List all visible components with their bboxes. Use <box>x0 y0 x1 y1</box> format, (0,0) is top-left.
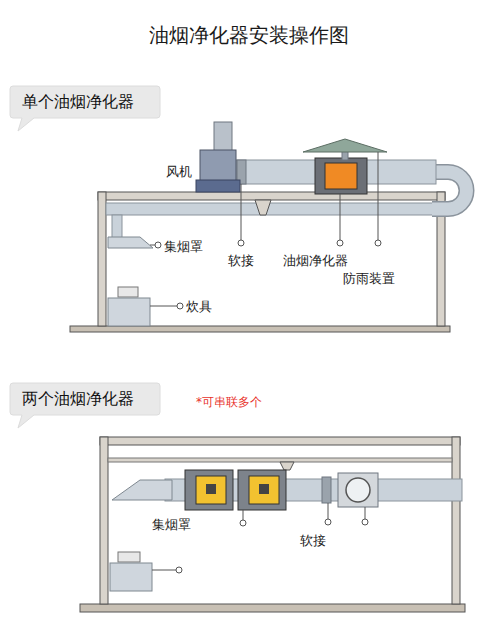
part-label: 集烟罩 <box>152 516 191 534</box>
part-label: 油烟净化器 <box>283 252 348 270</box>
duct <box>106 203 437 215</box>
hanger <box>255 200 271 215</box>
hanger <box>280 462 294 470</box>
note: *可串联多个 <box>196 394 262 411</box>
soft-joint <box>322 477 331 503</box>
leader-dot <box>375 240 381 246</box>
purifier <box>315 158 367 194</box>
floor <box>70 326 450 332</box>
part-label: 炊具 <box>186 298 212 316</box>
right-wall <box>452 437 460 604</box>
purifier <box>185 470 233 510</box>
rain-cap <box>303 139 387 152</box>
fan <box>338 473 378 507</box>
purifier-panel <box>325 163 357 189</box>
leader-line <box>340 194 341 240</box>
title: 油烟净化器安装操作图 <box>0 22 497 49</box>
fan <box>200 150 236 182</box>
section-tab: 单个油烟净化器 <box>10 86 160 118</box>
purifier-panel <box>196 476 226 504</box>
roof-slab <box>98 192 445 200</box>
floor <box>80 604 465 612</box>
part-label: 防雨装置 <box>343 270 395 288</box>
fan-wheel <box>346 478 370 502</box>
purifier-panel <box>249 476 279 504</box>
leader-line <box>150 306 177 307</box>
fan-base <box>196 180 240 192</box>
pot <box>118 552 140 562</box>
part-label: 软接 <box>300 532 326 550</box>
leader-line <box>241 184 242 240</box>
roof-slab <box>100 437 460 445</box>
part-label: 软接 <box>228 252 254 270</box>
left-wall <box>100 437 108 604</box>
stove <box>110 563 152 591</box>
leader-line <box>365 507 366 519</box>
stack <box>214 122 232 152</box>
leader-dot <box>325 519 331 525</box>
ceiling <box>108 458 452 462</box>
leader-line <box>378 152 379 240</box>
section-heading: 单个油烟净化器 <box>22 86 134 118</box>
hood <box>112 480 172 500</box>
leader-line <box>328 503 329 519</box>
leader-dot <box>177 303 183 309</box>
tab-outline <box>10 86 160 131</box>
purifier-screen <box>206 484 216 494</box>
purifier-screen <box>259 484 269 494</box>
leader-dot <box>362 519 368 525</box>
duct <box>112 215 122 238</box>
section-tab: 两个油烟净化器 <box>10 383 160 415</box>
leader-dot <box>238 240 244 246</box>
left-wall <box>98 192 106 326</box>
purifier <box>238 470 286 510</box>
leader-dot <box>155 242 161 248</box>
leader-line <box>243 510 244 520</box>
hood <box>108 237 153 248</box>
pot <box>118 287 138 297</box>
part-label: 风机 <box>166 163 192 181</box>
tab-outline <box>10 383 160 428</box>
leader-line <box>152 570 176 571</box>
section-heading: 两个油烟净化器 <box>22 383 134 415</box>
leader-dot <box>176 567 182 573</box>
leader-dot <box>240 520 246 526</box>
leader-dot <box>337 240 343 246</box>
part-label: 集烟罩 <box>164 238 203 256</box>
stove <box>108 298 150 326</box>
